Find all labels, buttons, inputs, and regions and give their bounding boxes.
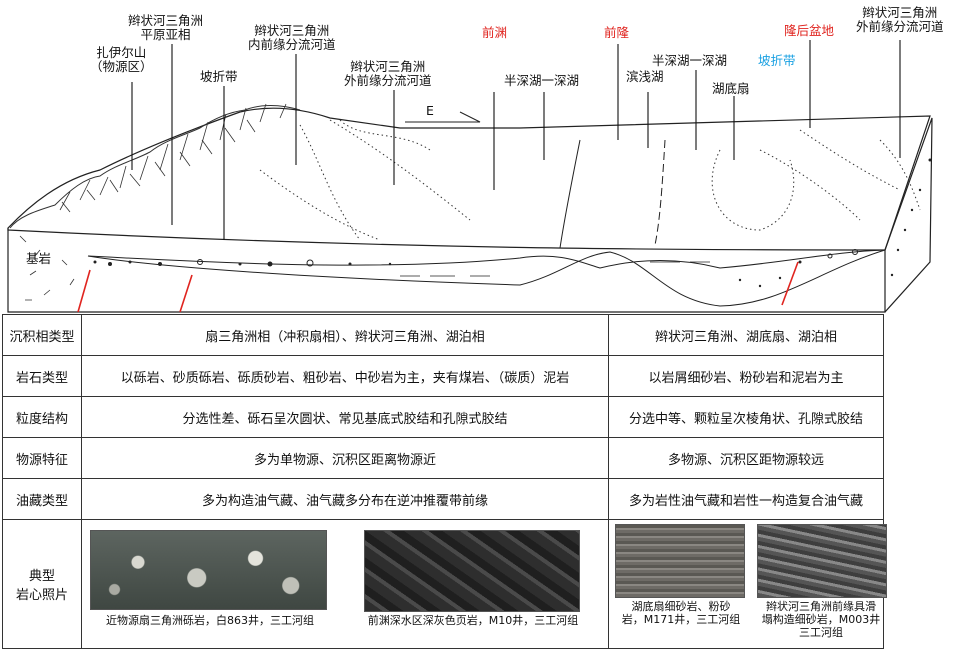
cell-left: 以砾岩、砂质砾岩、砾质砂岩、粗砂岩、中砂岩为主，夹有煤岩、（碳质）泥岩	[81, 355, 609, 397]
block-top-surface	[7, 107, 931, 251]
label-back-basin: 隆后盆地	[784, 23, 835, 38]
block-front-face	[7, 228, 886, 313]
shore-line	[654, 139, 666, 246]
cell-left: 分选性差、砾石呈次圆状、常见基底式胶结和孔隙式胶结	[81, 396, 609, 438]
cell-right: 多物源、沉积区距物源较远	[608, 437, 884, 479]
row-head: 物源特征	[2, 437, 82, 479]
uplift-line	[559, 139, 581, 249]
caption-fan-sandstone: 湖底扇细砂岩、粉砂 岩，M171井，三工河组	[621, 600, 741, 626]
cell-right-photos: 湖底扇细砂岩、粉砂 岩，M171井，三工河组 辫状河三角洲前缘具滑 塌构造细砂岩…	[608, 519, 887, 649]
label-slope-break-2: 坡折带	[758, 53, 796, 68]
row-head: 岩石类型	[2, 355, 82, 397]
core-photo-slump-sandstone	[757, 524, 887, 598]
core-photo-shale	[364, 530, 580, 612]
photo-row: 典型 岩心照片 近物源扇三角洲砾岩，白863井，三工河组 前渊深水区深灰色页岩，…	[2, 519, 887, 649]
core-photo-fan-sandstone	[615, 524, 745, 598]
cell-right: 辫状河三角洲、湖底扇、湖泊相	[608, 314, 884, 356]
bedrock-marks	[19, 235, 75, 301]
label-lake-fan: 湖底扇	[712, 81, 750, 96]
label-semi-deep-2: 半深湖一深湖	[652, 53, 728, 68]
cell-right: 多为岩性油气藏和岩性一构造复合油气藏	[608, 478, 884, 520]
east-arrow-icon	[405, 111, 481, 123]
label-inner-channel: 辫状河三角洲 内前缘分流河道	[248, 23, 336, 52]
table-row: 沉积相类型 扇三角洲相（冲积扇相）、辫状河三角洲、湖泊相 辫状河三角洲、湖底扇、…	[2, 314, 884, 356]
label-plain: 辫状河三角洲 平原亚相	[128, 13, 204, 42]
table-row: 物源特征 多为单物源、沉积区距离物源近 多物源、沉积区距物源较远	[2, 437, 884, 479]
cell-right: 以岩屑细砂岩、粉砂岩和泥岩为主	[608, 355, 884, 397]
table-row: 粒度结构 分选性差、砾石呈次圆状、常见基底式胶结和孔隙式胶结 分选中等、颗粒呈次…	[2, 396, 884, 438]
caption-shale: 前渊深水区深灰色页岩，M10井，三工河组	[367, 614, 579, 627]
label-bedrock: 基岩	[26, 251, 52, 266]
table-row: 岩石类型 以砾岩、砂质砾岩、砾质砂岩、粗砂岩、中砂岩为主，夹有煤岩、（碳质）泥岩…	[2, 355, 884, 397]
row-head: 沉积相类型	[2, 314, 82, 356]
cell-left: 扇三角洲相（冲积扇相）、辫状河三角洲、湖泊相	[81, 314, 609, 356]
label-front-uplift: 前隆	[604, 25, 630, 40]
core-photo-conglomerate	[90, 530, 327, 610]
label-slope-break-1: 坡折带	[200, 69, 238, 84]
label-source: 扎伊尔山 （物源区）	[90, 45, 153, 74]
label-semi-deep-1: 半深湖一深湖	[504, 73, 580, 88]
caption-conglomerate: 近物源扇三角洲砾岩，白863井，三工河组	[106, 614, 314, 627]
label-outer-channel-2: 辫状河三角洲 外前缘分流河道	[856, 5, 944, 34]
mountain-relief	[9, 105, 301, 229]
shale-dashes	[400, 261, 710, 277]
label-east: E	[426, 103, 434, 118]
photo-row-head: 典型 岩心照片	[2, 519, 82, 649]
cell-right: 分选中等、颗粒呈次棱角状、孔隙式胶结	[608, 396, 884, 438]
label-shore-lake: 滨浅湖	[626, 69, 664, 84]
cell-left: 多为构造油气藏、油气藏多分布在逆冲推覆带前缘	[81, 478, 609, 520]
block-right-face	[884, 117, 933, 313]
table-row: 油藏类型 多为构造油气藏、油气藏多分布在逆冲推覆带前缘 多为岩性油气藏和岩性一构…	[2, 478, 884, 520]
cell-left-photos: 近物源扇三角洲砾岩，白863井，三工河组 前渊深水区深灰色页岩，M10井，三工河…	[81, 519, 609, 649]
caption-slump-sandstone: 辫状河三角洲前缘具滑 塌构造细砂岩，M003井 三工河组	[761, 600, 881, 639]
basin-layer-base	[87, 249, 886, 307]
basin-layer-top	[87, 249, 886, 269]
label-outer-channel-1: 辫状河三角洲 外前缘分流河道	[344, 59, 432, 88]
mountain-hatching	[59, 103, 287, 213]
label-front-depression: 前渊	[482, 25, 508, 40]
sedimentary-block-diagram	[7, 40, 933, 313]
label-leaders	[131, 40, 901, 240]
fault-lines	[77, 261, 799, 313]
row-head: 粒度结构	[2, 396, 82, 438]
cell-left: 多为单物源、沉积区距离物源近	[81, 437, 609, 479]
right-face-dots	[890, 158, 932, 277]
row-head: 油藏类型	[2, 478, 82, 520]
channel-outlines	[259, 119, 921, 241]
conglomerate-dots	[93, 249, 858, 288]
facies-characteristics-table: 沉积相类型 扇三角洲相（冲积扇相）、辫状河三角洲、湖泊相 辫状河三角洲、湖底扇、…	[2, 314, 887, 649]
